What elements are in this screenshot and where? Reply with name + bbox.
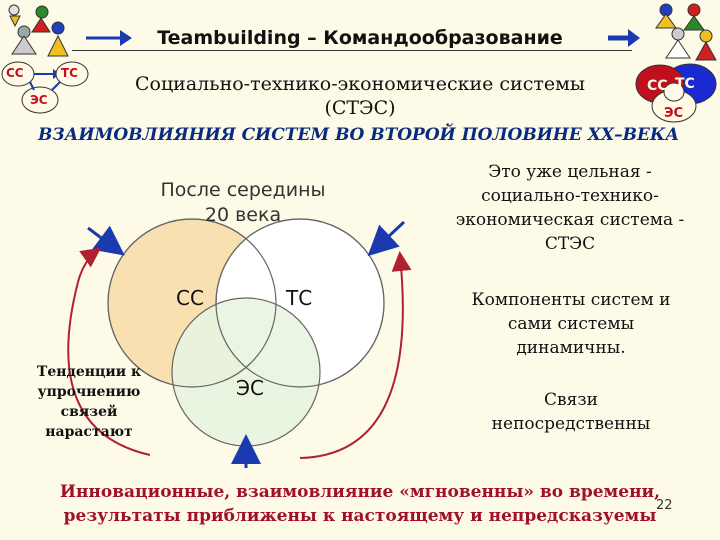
badge-right-tc: ТС [675, 76, 695, 92]
venn-label-ec: ЭС [236, 376, 264, 400]
subtitle-line: Социально-технико-экономические системы [134, 73, 586, 95]
subtitle-line: (СТЭС) [324, 97, 396, 119]
left-note-line: Тенденции к [36, 364, 142, 380]
right-line: социально-технико- [481, 186, 659, 206]
systems-badge-right [635, 63, 717, 123]
right-block-dynamic: Компоненты систем и сами системы динамич… [430, 288, 712, 360]
page-number: 22 [656, 498, 673, 513]
left-note-line: нарастают [45, 424, 133, 440]
left-note: Тенденции к упрочнению связей нарастают [14, 362, 164, 442]
venn-circle-ec [171, 297, 321, 447]
venn-label-tc: ТС [286, 286, 313, 310]
bottom-line: Инновационные, взаимовлияние «мгновенны»… [59, 482, 661, 502]
right-line: непосредственны [491, 414, 651, 434]
right-line: СТЭС [544, 234, 596, 254]
bottom-summary: Инновационные, взаимовлияние «мгновенны»… [10, 480, 710, 528]
venn-label-cc: СС [176, 286, 204, 310]
badge-left-tc: ТС [61, 66, 78, 80]
right-line: сами системы [507, 314, 635, 334]
left-note-line: упрочнению [37, 384, 141, 400]
right-line: Это уже цельная - [488, 162, 652, 182]
right-line: экономическая система - [455, 210, 685, 230]
venn-caption: После середины 20 века [118, 178, 368, 228]
header-underline [72, 22, 632, 51]
page-title: Teambuilding – Командообразование [157, 27, 563, 49]
right-line: динамичны. [516, 338, 626, 358]
section-title: ВЗАИМОВЛИЯНИЯ СИСТЕМ ВО ВТОРОЙ ПОЛОВИНЕ … [38, 125, 680, 145]
people-group-icon-left [8, 4, 69, 57]
caption-line: После середины [160, 179, 326, 201]
arrow-right-icon [86, 30, 132, 46]
right-block-stes: Это уже цельная - социально-технико- эко… [420, 160, 720, 256]
badge-left-cc: СС [6, 66, 24, 80]
arrow-right-icon [608, 29, 640, 47]
systems-badge-left [1, 61, 89, 114]
arrow-in-right [367, 220, 406, 257]
right-line: Связи [544, 390, 598, 410]
badge-right-ec: ЭС [664, 106, 684, 121]
bottom-line: результаты приближены к настоящему и неп… [63, 506, 657, 526]
subtitle: Социально-технико-экономические системы … [105, 72, 615, 120]
people-group-icon-right [655, 3, 717, 61]
right-line: Компоненты систем и [471, 290, 671, 310]
left-note-line: связей [60, 404, 118, 420]
curve-arrow-right [299, 251, 412, 459]
arrow-in-left [87, 225, 125, 256]
curve-arrow-left [67, 247, 151, 456]
badge-left-ec: ЭС [30, 93, 48, 107]
badge-right-cc: СС [647, 78, 668, 94]
caption-line: 20 века [204, 204, 282, 226]
right-block-links: Связи непосредственны [430, 388, 712, 436]
